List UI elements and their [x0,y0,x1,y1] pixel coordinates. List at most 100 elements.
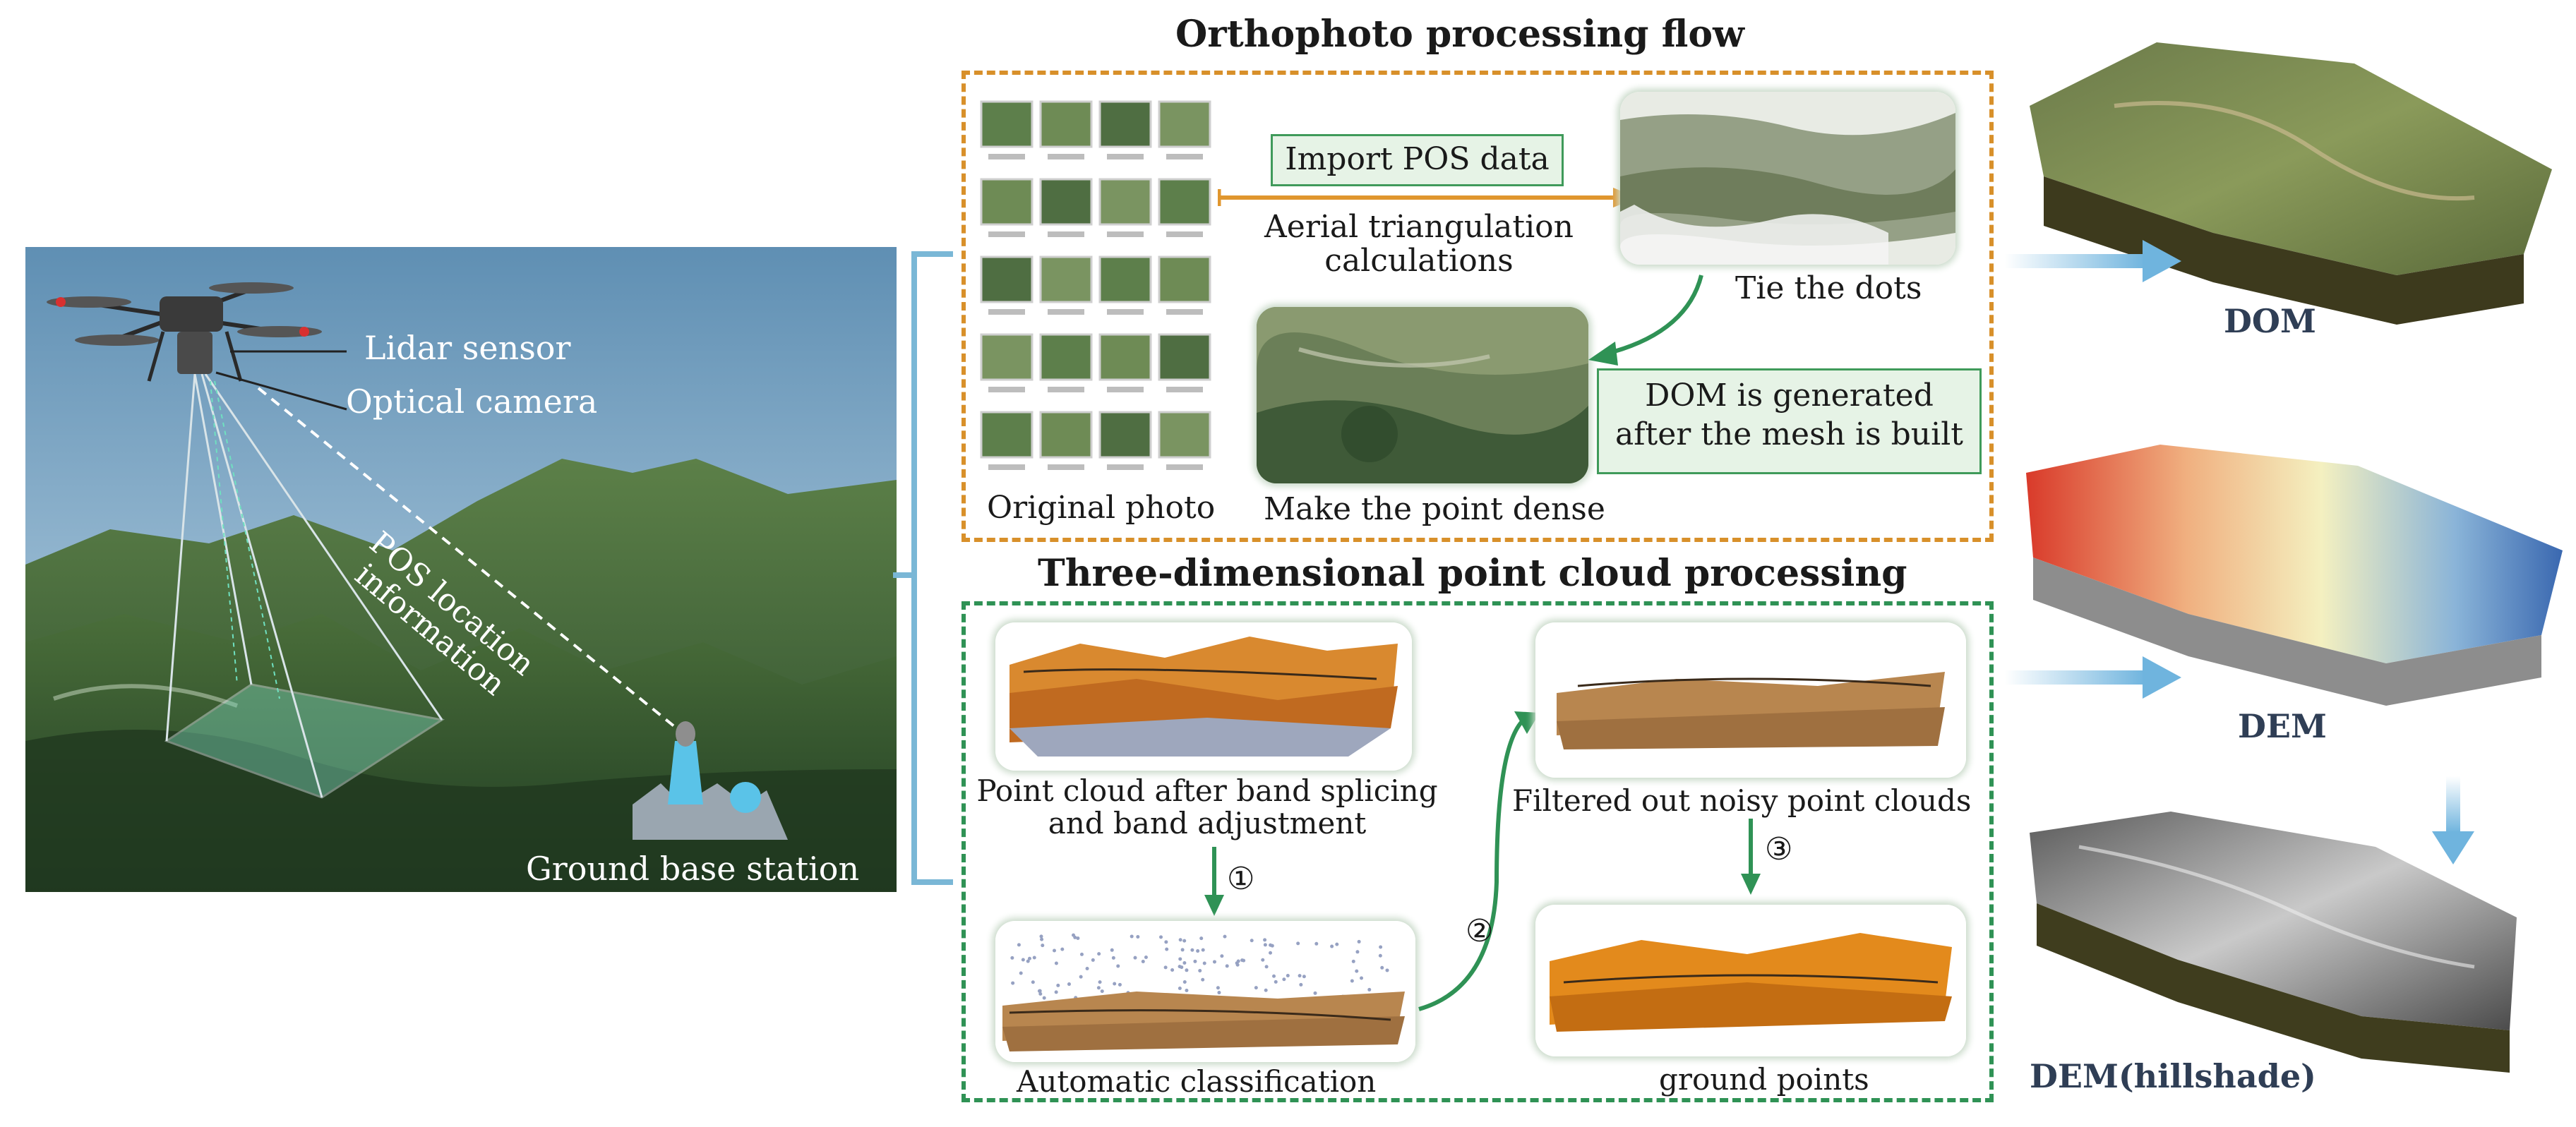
after-band-line1: Point cloud after band splicing [976,773,1438,808]
noise-point [1201,948,1205,952]
photo-thumbnail [1098,411,1152,459]
dom-terrain [2030,42,2552,325]
noise-point [1110,948,1114,952]
noise-point [1178,938,1182,942]
noise-point [1225,964,1229,968]
noise-point [1264,988,1268,992]
noise-point [1201,977,1205,982]
noise-point [1032,956,1036,960]
noise-point [1335,942,1339,946]
step1-marker: ① [1227,861,1255,897]
survey-scene-panel [25,247,897,892]
noise-point [1385,968,1389,972]
step2-arrow [1418,711,1540,1011]
noise-point [1178,965,1182,969]
noise-point [1037,989,1041,993]
noise-point [1367,987,1372,992]
noise-point [1351,959,1355,963]
noise-point [1296,941,1300,946]
photo-thumbnail [1039,100,1093,148]
photo-thumbnail-caption [1107,231,1144,237]
noise-point [1170,968,1175,972]
noise-point [1379,945,1383,949]
noise-point [1144,956,1148,960]
dense-point-image [1257,307,1588,483]
photo-thumbnail [980,100,1034,148]
noise-point [1182,980,1187,984]
noise-point [1286,974,1290,978]
noise-point [1193,959,1197,963]
dom-arrow [2005,240,2181,282]
ground-points-label: ground points [1659,1062,1869,1097]
filtered-noise-image [1535,622,1966,778]
original-photo-label: Original photo [987,490,1216,526]
orthophoto-title: Orthophoto processing flow [1175,13,1744,56]
noise-point [1041,944,1045,948]
step3-marker: ③ [1765,831,1793,867]
photo-thumbnail [1098,255,1152,303]
filtered-label: Filtered out noisy point clouds [1512,783,1972,818]
hillshade-arrow [2432,776,2474,864]
noise-point [1096,986,1101,990]
survey-scene-illustration [25,247,897,892]
photo-thumbnail-caption [988,464,1025,470]
noise-point [1378,953,1382,958]
noise-point [1196,949,1200,953]
make-dense-label: Make the point dense [1264,491,1605,527]
noise-point [1217,991,1221,995]
band-splicing-picture [995,622,1412,771]
noise-point [1111,956,1115,960]
photo-thumbnail-caption [988,309,1025,315]
dense-point-picture [1257,307,1588,483]
noise-point [1163,965,1168,970]
noise-point [1216,986,1220,990]
dem-label: DEM [2238,707,2327,745]
noise-point [1027,956,1031,960]
original-photo-grid [980,100,1220,488]
photo-thumbnails [980,100,1211,470]
photo-thumbnail-caption [1048,154,1084,159]
photo-thumbnail-caption [1048,464,1084,470]
noise-point [1079,975,1083,979]
noise-point [1040,937,1044,941]
noise-point [1355,950,1360,954]
noise-point [1076,936,1080,941]
dem-terrain [2026,445,2563,706]
noise-point [1021,958,1025,962]
photo-thumbnail [1158,255,1211,303]
noise-point [1118,982,1122,987]
noise-point [1060,947,1065,951]
noise-point [1165,947,1169,951]
photo-thumbnail-caption [1107,464,1144,470]
photo-thumbnail-caption [988,231,1025,237]
photo-thumbnail-caption [1166,387,1203,392]
dom-generated-line1: DOM is generated [1645,378,1934,414]
noise-point [1079,952,1084,956]
noise-point [1042,996,1046,1000]
photo-thumbnail-caption [1107,309,1144,315]
after-band-label: Point cloud after band splicing and band… [974,773,1440,840]
photo-thumbnail [1098,100,1152,148]
noise-point [1263,938,1267,942]
photo-thumbnail [1098,333,1152,381]
noise-point [1198,968,1202,972]
noise-point [1019,971,1023,975]
photo-thumbnail [980,178,1034,226]
photo-thumbnail [980,411,1034,459]
photo-thumbnail-caption [1107,387,1144,392]
ground-points-picture [1535,905,1966,1056]
photo-thumbnail [1039,333,1093,381]
noise-point [1254,986,1258,990]
ground-points-image [1535,905,1966,1056]
noise-point [1054,961,1058,965]
photo-thumbnail-caption [1107,154,1144,159]
noise-point [1235,963,1240,967]
noise-point [1113,982,1117,986]
orthophoto-flow-box [961,71,1994,542]
noise-point [1380,965,1384,970]
noise-point [1038,992,1043,996]
step3-arrow [1741,819,1761,895]
noise-point [1053,948,1057,953]
noise-point [1017,943,1021,947]
photo-thumbnail-caption [1048,231,1084,237]
